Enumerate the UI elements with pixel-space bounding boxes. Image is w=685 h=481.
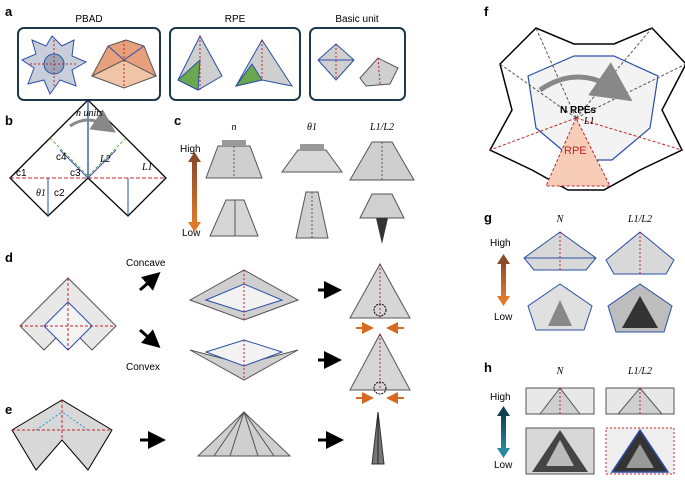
- panel-f: f N RPEs L1 RPE: [484, 4, 685, 191]
- panel-a-letter: a: [5, 4, 13, 19]
- L1-label: L1: [141, 162, 153, 173]
- panel-h-letter: h: [484, 360, 492, 375]
- gradient-arrow-up: [188, 152, 201, 162]
- panel-d-letter: d: [5, 250, 13, 265]
- h-col-N: N: [556, 366, 565, 377]
- c-high-n: [205, 140, 263, 179]
- h-gradient-arrow: [501, 414, 506, 450]
- g-high-label: High: [490, 238, 511, 249]
- c2-label: c2: [54, 188, 65, 199]
- col-L-label: L1/L2: [369, 122, 394, 133]
- panel-b: b n units L1 L2 c1 c2 c3 c4 θ1: [5, 99, 167, 217]
- basic-unit-shape-2: [359, 57, 399, 87]
- c-high-theta: [281, 144, 343, 173]
- e-flat-pattern: [11, 399, 113, 471]
- basic-unit-box: [309, 27, 406, 101]
- rpe-shape-2: [234, 39, 294, 87]
- high-label: High: [180, 144, 201, 155]
- f-rpe-label: RPE: [564, 145, 587, 157]
- concave-label: Concave: [126, 258, 166, 269]
- g-arrow-up: [497, 254, 510, 264]
- h-col-L: L1/L2: [627, 366, 652, 377]
- n-units-label: n units: [76, 108, 103, 119]
- arrow-to-convex: [139, 328, 161, 348]
- rpe-shape-1: [177, 34, 223, 91]
- d-convex-result: [349, 332, 411, 404]
- c-low-theta: [295, 191, 329, 239]
- g-gradient-arrow: [501, 262, 506, 298]
- c4-label: c4: [56, 152, 67, 163]
- h-arrow-down: [497, 448, 510, 458]
- g-low-L: [607, 283, 673, 333]
- c1-label: c1: [16, 168, 27, 179]
- gradient-arrow: [192, 160, 197, 224]
- rotation-arrow: [69, 109, 116, 133]
- panel-g-letter: g: [484, 210, 492, 225]
- panel-e-letter: e: [5, 402, 12, 417]
- crease-green-right: [87, 137, 127, 177]
- panel-f-letter: f: [484, 4, 489, 19]
- panel-h: h N L1/L2 High Low: [484, 360, 675, 475]
- c-high-L: [349, 141, 415, 181]
- panel-b-letter: b: [5, 113, 13, 128]
- d-convex-shape: [189, 339, 299, 381]
- f-rpe-region: [545, 116, 611, 187]
- basic-unit-label: Basic unit: [335, 14, 379, 25]
- gradient-arrow-down: [188, 222, 201, 232]
- panel-g: g N L1/L2 High Low: [484, 210, 675, 333]
- pbad-orange-structure: [90, 39, 158, 89]
- h-high-label: High: [490, 392, 511, 403]
- c-low-L: [359, 193, 405, 244]
- convex-label: Convex: [126, 362, 160, 373]
- g-low-N: [527, 283, 593, 331]
- c3-label: c3: [70, 168, 81, 179]
- g-high-N: [523, 231, 597, 271]
- pbad-blue-structure: [20, 35, 88, 96]
- e-fan-shape: [196, 411, 292, 457]
- rpe-box: [169, 27, 301, 101]
- h-arrow-up: [497, 406, 510, 416]
- d-concave-shape: [188, 269, 300, 321]
- basic-unit-shape-1: [317, 43, 355, 81]
- pbad-label: PBAD: [75, 14, 102, 25]
- pbad-box: [17, 27, 161, 101]
- h-low-label: Low: [494, 460, 513, 471]
- g-col-L: L1/L2: [627, 214, 652, 225]
- low-label: Low: [182, 228, 201, 239]
- crease-diag-right: [87, 149, 117, 179]
- h-high-L: [605, 387, 675, 415]
- crease-green-left: [49, 137, 89, 177]
- col-n-label: n: [232, 122, 237, 133]
- arrow-to-concave: [139, 272, 161, 292]
- rpe-label: RPE: [225, 14, 246, 25]
- panel-d: d Concave Convex: [5, 250, 411, 404]
- g-arrow-down: [497, 296, 510, 306]
- h-high-N: [525, 387, 595, 415]
- panel-a: a PBAD RPE: [5, 4, 406, 101]
- theta1-label: θ1: [36, 188, 46, 199]
- g-low-label: Low: [494, 312, 513, 323]
- L2-label: L2: [99, 154, 111, 165]
- d-flat-pattern: [19, 277, 117, 351]
- d-concave-result: [349, 262, 411, 334]
- h-low-N: [525, 427, 595, 475]
- g-high-L: [605, 231, 675, 275]
- f-n-rpes-label: N RPEs: [560, 105, 597, 116]
- crease-diag-left: [59, 149, 89, 179]
- c-low-n: [209, 199, 259, 237]
- panel-c-letter: c: [174, 113, 181, 128]
- g-col-N: N: [556, 214, 565, 225]
- col-theta-label: θ1: [307, 122, 317, 133]
- panel-c: c n θ1 L1/L2 High Low: [174, 113, 415, 244]
- panel-e: e: [5, 399, 385, 471]
- e-folded-stick: [371, 411, 385, 465]
- f-L1-label: L1: [583, 116, 595, 127]
- f-rotation-arrow: [538, 62, 633, 102]
- h-low-L: [605, 427, 675, 475]
